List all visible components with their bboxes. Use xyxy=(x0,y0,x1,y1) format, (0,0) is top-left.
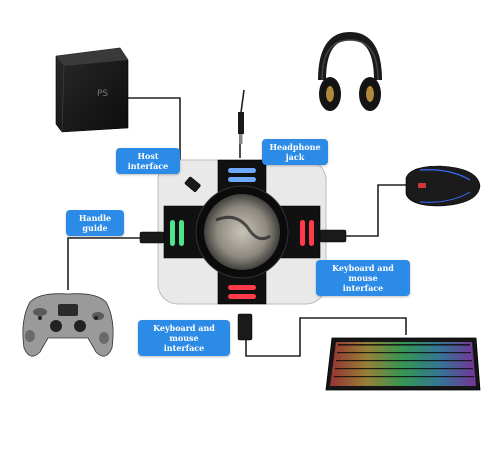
keyboard-device xyxy=(325,337,481,391)
host-interface-text: Host interface xyxy=(127,151,169,171)
led-top xyxy=(228,168,256,173)
led-bottom xyxy=(228,285,256,290)
headphone-jack-label: Headphone jack xyxy=(262,139,328,165)
plug-host xyxy=(184,176,201,192)
cable-mouse xyxy=(338,184,408,237)
console-logo-icon: PS xyxy=(97,89,108,99)
led-left xyxy=(170,220,175,246)
controller-device xyxy=(22,293,114,357)
keyboard-mouse-right-line2: interface xyxy=(342,283,384,293)
handle-guide-text: Handle guide xyxy=(78,213,112,233)
cable-keyboard xyxy=(245,317,407,357)
hub-plugs xyxy=(139,176,347,341)
keyboard-mouse-bottom-line2: interface xyxy=(163,343,205,353)
plug-left xyxy=(139,231,165,244)
plug-right xyxy=(319,229,347,243)
hub-device xyxy=(157,159,327,305)
plug-bottom xyxy=(237,313,253,341)
headphones-device xyxy=(238,31,382,144)
headphone-jack-text: Headphone jack xyxy=(269,142,321,162)
keyboard-mouse-bottom-line1: Keyboard and mouse xyxy=(153,323,215,343)
keyboard-mouse-right-line1: Keyboard and mouse xyxy=(332,263,394,283)
cable-controller xyxy=(67,237,142,290)
console-device: PS xyxy=(55,47,129,133)
led-right xyxy=(300,220,305,246)
host-interface-label: Host interface xyxy=(116,148,180,174)
handle-guide-label: Handle guide xyxy=(66,210,124,236)
keyboard-mouse-interface-right-label: Keyboard and mouse interface xyxy=(316,260,410,296)
keyboard-mouse-interface-bottom-label: Keyboard and mouse interface xyxy=(138,320,230,356)
mouse-device xyxy=(405,165,481,207)
